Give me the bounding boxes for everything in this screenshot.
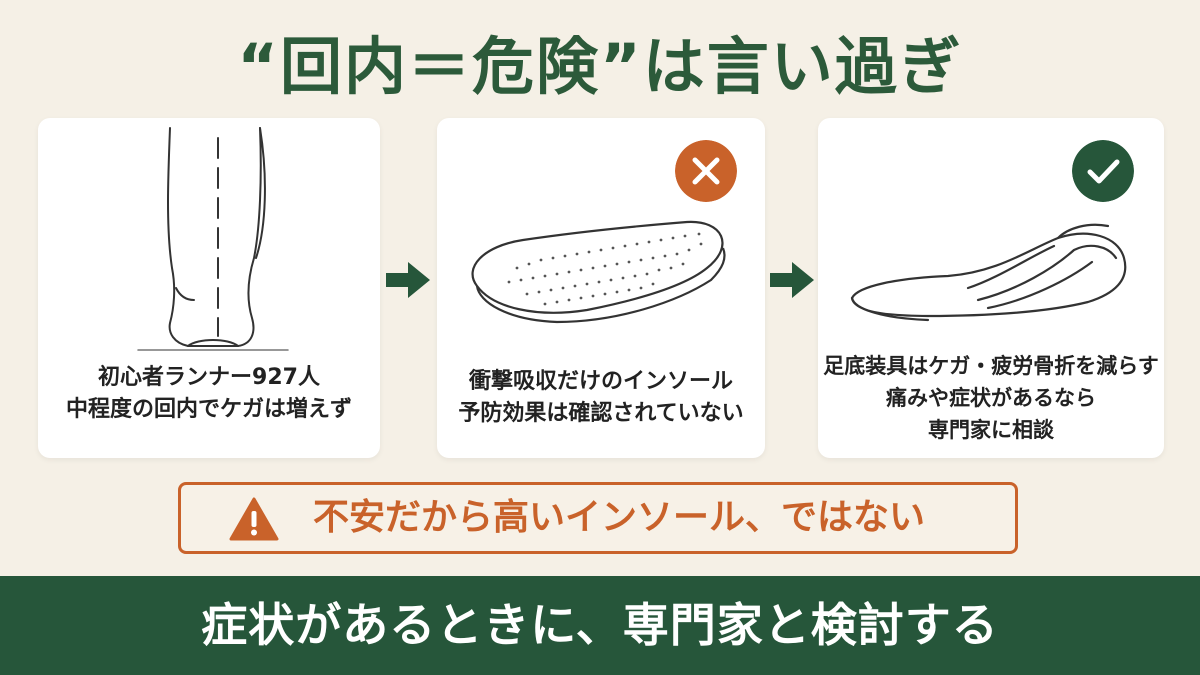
orthotic-insole-illustration: [850, 223, 1127, 322]
footer-banner: 症状があるときに、専門家と検討する: [0, 576, 1200, 675]
warning-banner: 不安だから高いインソール、ではない: [178, 482, 1018, 554]
card-text: 衝撃吸収だけのインソール 予防効果は確認されていない: [437, 366, 765, 430]
card-text-line: 衝撃吸収だけのインソール: [468, 369, 733, 394]
footer-text: 症状があるときに、専門家と検討する: [201, 598, 999, 652]
card-text-line: 予防効果は確認されていない: [458, 401, 744, 426]
warning-triangle-icon: [229, 497, 279, 541]
card-orthotic: 足底装具はケガ・疲労骨折を減らす 痛みや症状があるなら 専門家に相談: [818, 118, 1164, 458]
card-text: 足底装具はケガ・疲労骨折を減らす 痛みや症状があるなら 専門家に相談: [818, 350, 1164, 446]
card-text-line: 専門家に相談: [928, 418, 1054, 442]
arrow-right-icon: [386, 262, 430, 298]
foot-heel-illustration: [137, 127, 289, 351]
card-text-line: 初心者ランナー927人: [98, 365, 320, 390]
cushion-insole-illustration: [471, 220, 726, 324]
x-icon: [675, 140, 737, 202]
card-text-line: 痛みや症状があるなら: [886, 386, 1096, 410]
card-pronation-study: 初心者ランナー927人 中程度の回内でケガは増えず: [38, 118, 380, 458]
perforation-dots: [507, 232, 703, 306]
check-icon: [1072, 140, 1134, 202]
card-cushion-insole: 衝撃吸収だけのインソール 予防効果は確認されていない: [437, 118, 765, 458]
arrow-right-icon: [770, 262, 814, 298]
page-title: “回内＝危険”は言い過ぎ: [237, 30, 963, 103]
card-text-line: 足底装具はケガ・疲労骨折を減らす: [823, 354, 1159, 378]
warning-text: 不安だから高いインソール、ではない: [313, 497, 926, 538]
card-text: 初心者ランナー927人 中程度の回内でケガは増えず: [38, 362, 380, 426]
card-text-line: 中程度の回内でケガは増えず: [65, 397, 352, 422]
